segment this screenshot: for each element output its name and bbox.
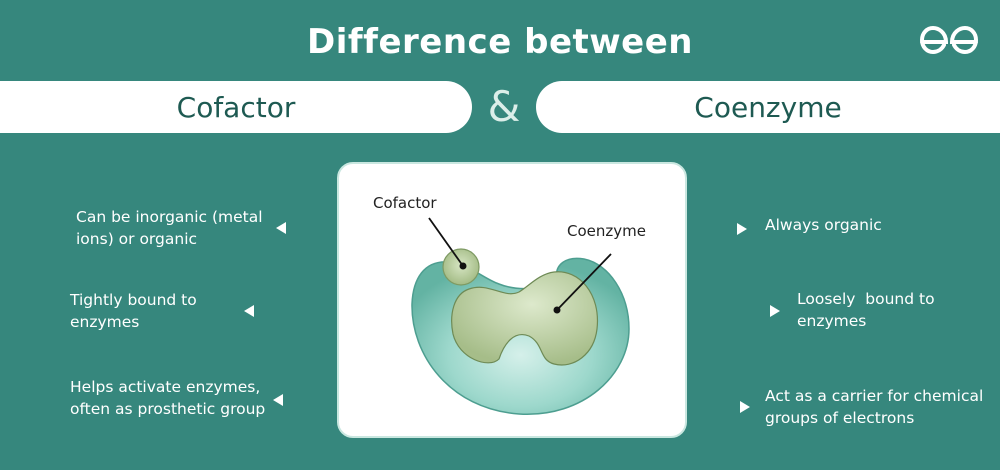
cofactor-feature-2: Tightly bound to enzymes [70,291,197,331]
arrow-left-icon [276,222,286,234]
coenzyme-feature-2: Loosely bound to enzymes [797,290,940,330]
cofactor-feature-1: Can be inorganic (metal ions) or organic [76,208,263,248]
ampersand: & [487,82,521,131]
arrow-left-icon [273,394,283,406]
arrow-right-icon [740,401,750,413]
page-title: Difference between [307,22,693,62]
cofactor-feature-3: Helps activate enzymes, often as prosthe… [70,378,266,418]
geeksforgeeks-logo-icon [919,25,979,55]
enzyme-shape [411,257,630,415]
coenzyme-feature-3: Act as a carrier for chemical groups of … [765,387,984,427]
arrow-left-icon [244,305,254,317]
enzyme-diagram [411,217,630,415]
coenzyme-molecule [451,271,599,366]
coenzyme-diagram-label: Coenzyme [567,222,646,240]
coenzyme-heading: Coenzyme [536,81,1000,133]
arrow-right-icon [737,223,747,235]
cofactor-diagram-label: Cofactor [373,194,437,212]
enzyme-illustration-card: Cofactor Coenzyme [337,162,687,438]
cofactor-heading: Cofactor [0,81,472,133]
coenzyme-feature-1: Always organic [765,216,882,234]
arrow-right-icon [770,305,780,317]
